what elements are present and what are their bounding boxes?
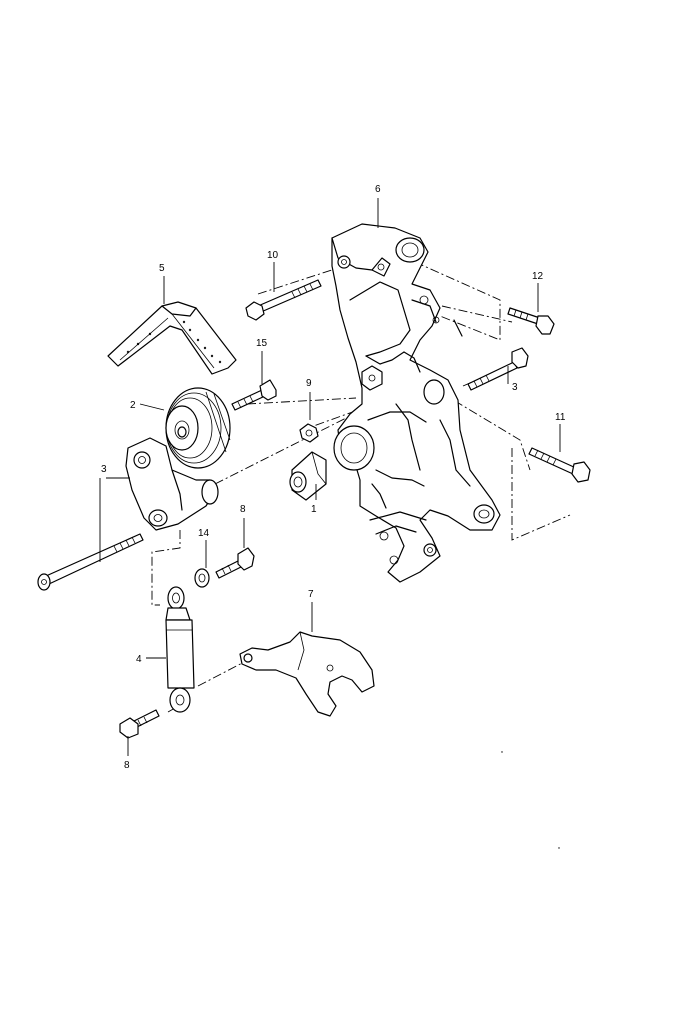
rubber-bushing [289,451,327,501]
long-bolt [37,533,144,591]
bolt-8-bottom [119,709,160,739]
washer-14 [194,568,210,588]
leader-lines [99,198,561,756]
tensioner-arm [125,437,219,531]
callout-5: 5 [159,263,165,274]
support-plate [239,631,375,717]
callout-2: 2 [130,400,136,411]
callout-8-bottom: 8 [124,760,130,771]
damper [165,586,195,713]
callout-1: 1 [311,504,317,515]
assembly-axes [151,261,571,713]
bolt-8-top [215,547,255,579]
callout-3-right: 3 [512,382,518,393]
callout-3-left: 3 [101,464,107,475]
callout-labels: 6 10 5 12 15 9 3 2 11 3 1 8 14 7 4 8 [101,184,566,771]
bolt-10 [245,279,322,321]
bolt-12 [507,307,555,335]
bolt-3-right [467,347,529,391]
nut-9 [299,423,319,443]
callout-7: 7 [308,589,314,600]
main-bracket [331,223,501,583]
callout-10: 10 [267,250,279,261]
idler-pulley [165,387,231,469]
speck [501,751,503,753]
callout-9: 9 [306,378,312,389]
bolt-15 [231,379,277,411]
callout-8-top: 8 [240,504,246,515]
callout-4: 4 [136,654,142,665]
bolt-11 [528,447,591,483]
poly-v-belt [107,301,237,375]
callout-15: 15 [256,338,268,349]
callout-11: 11 [555,412,566,423]
callout-12: 12 [532,271,544,282]
callout-6: 6 [375,184,381,195]
callout-14: 14 [198,528,210,539]
speck [558,847,560,849]
